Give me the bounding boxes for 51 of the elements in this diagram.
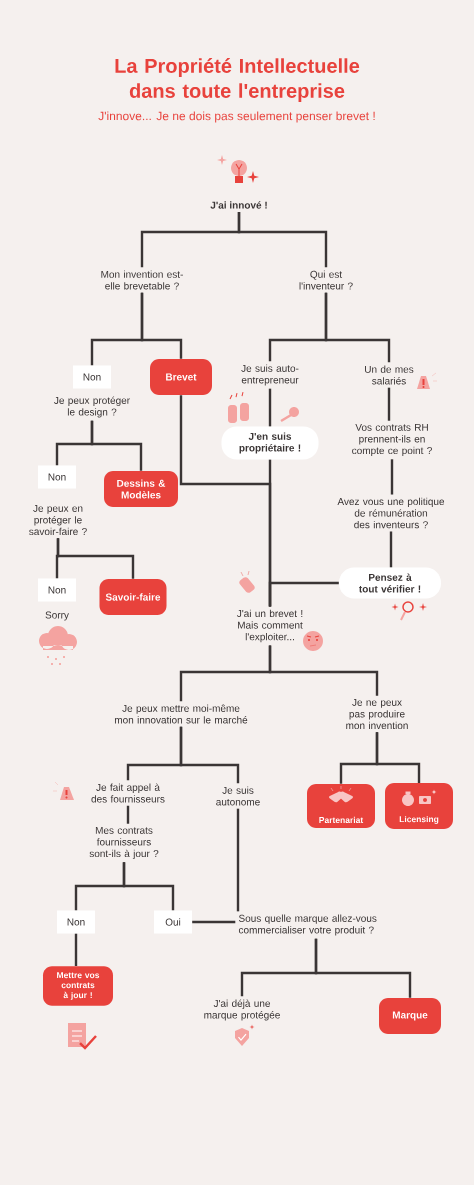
question-text: Mes contrats fournisseurs sont-ils à jour ? <box>89 826 159 860</box>
connector-line <box>237 211 328 268</box>
question-text: Je peux protéger le design ? <box>54 396 130 418</box>
connector-line <box>389 531 393 568</box>
connector-line <box>74 933 78 966</box>
question-text: Je peux en protéger le savoir-faire ? <box>29 504 87 536</box>
outcome-box: Dessins & Modèles <box>104 471 178 507</box>
connector-line <box>126 805 130 824</box>
question-text: Mon invention est-elle brevetable ? <box>101 270 183 290</box>
start-text: J'ai innové ! <box>210 201 267 209</box>
outcome-box: Brevet <box>150 359 212 395</box>
outcome-box: Marque <box>379 998 441 1034</box>
outcome-box: Savoir-faire <box>99 579 167 615</box>
outcome-box: Mettre vos contrats à jour ! <box>43 966 113 1006</box>
connector-line <box>179 726 240 784</box>
connector-line <box>387 387 391 421</box>
answer-box: Non <box>57 910 95 934</box>
question-text: Avez vous une politique de rémunération des inventeurs ? <box>337 497 445 529</box>
connector-line <box>90 420 143 471</box>
question-text: J'ai déjà une marque protégée <box>204 999 280 1021</box>
question-text: Je suis auto-entrepreneur <box>241 364 299 386</box>
connector-line <box>268 581 339 607</box>
connector-line <box>122 862 175 911</box>
question-text: Sorry <box>45 611 69 621</box>
title: La Propriété Intellectuelle dans toute l'entreprise <box>115 58 360 102</box>
question-text: Je peux mettre moi-même mon innovation sur le marché <box>114 704 248 724</box>
answer-box: Non <box>73 365 111 389</box>
answer-box: Non <box>38 578 76 602</box>
question-text: Qui est l'inventeur ? <box>299 270 353 290</box>
connector-line <box>268 388 272 427</box>
answer-box: Oui <box>154 910 192 934</box>
connector-line <box>324 292 391 363</box>
highlight-bubble: Pensez à tout vérifier ! <box>339 567 441 599</box>
connector-line <box>268 645 379 696</box>
question-text: Un de mes salariés <box>365 365 414 385</box>
connector-line <box>56 538 135 579</box>
question-text: Vos contrats RH prennent-ils en compte ce point ? <box>352 423 432 457</box>
answer-box: Non <box>38 465 76 489</box>
connector-line <box>390 459 394 495</box>
connector-line <box>140 292 183 359</box>
question-text: Je suis autonome <box>216 786 260 806</box>
question-text: Je fait appel à des fournisseurs <box>91 783 165 803</box>
connector-line <box>236 808 240 912</box>
question-text: Sous quelle marque allez-vous commercialiser votre produit ? <box>238 914 377 936</box>
outcome-box: Licensing <box>385 783 453 829</box>
question-text: Je ne peux pas produire mon invention <box>346 698 408 730</box>
question-text: J'ai un brevet ! Mais comment l'exploiter... <box>236 609 303 643</box>
connector-line <box>192 920 236 924</box>
connector-line <box>314 938 412 998</box>
connector-line <box>375 732 421 783</box>
subtitle: J'innove... Je ne dois pas seulement penser brevet ! <box>98 111 375 123</box>
